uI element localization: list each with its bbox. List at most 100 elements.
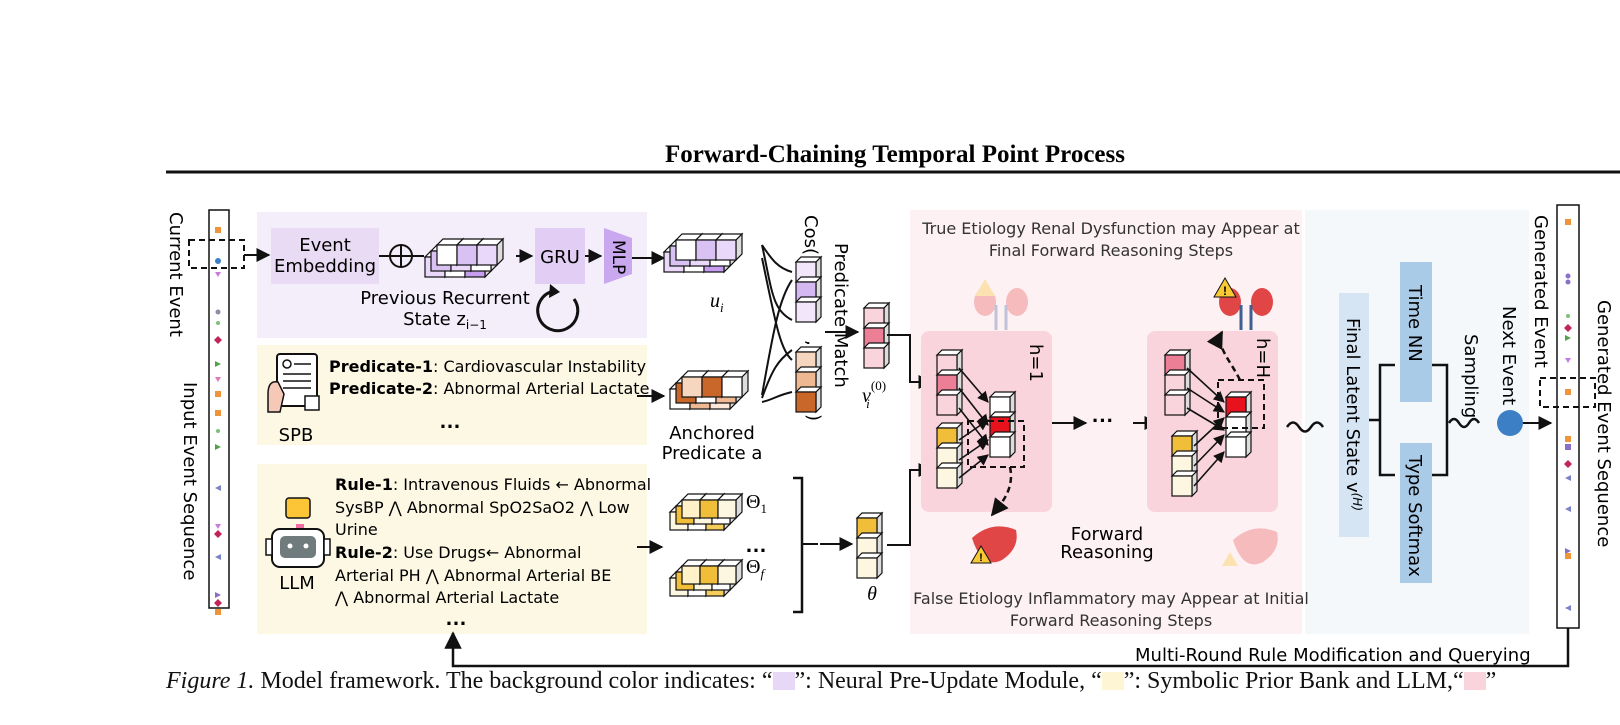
event-embedding-label-1: Event	[299, 235, 351, 256]
next-event-label: Next Event	[1498, 306, 1519, 405]
false-etiology-line-2: Forward Reasoning Steps	[1010, 611, 1212, 630]
previous-state-label-1: Previous Recurrent	[360, 288, 530, 309]
predicate-2: Predicate-2: Abnormal Arterial Lactate	[329, 379, 649, 398]
input-sequence-strip	[208, 209, 230, 609]
forward-reasoning-label-1: Forward	[1071, 524, 1143, 545]
feedback-arrow	[444, 628, 1570, 668]
type-softmax-box	[1400, 443, 1432, 583]
cos-close: )	[803, 414, 824, 421]
spb-document-icon	[267, 353, 320, 413]
time-nn-box	[1400, 262, 1432, 402]
forward-reasoning-label-2: Reasoning	[1060, 542, 1153, 563]
anchored-label-1: Anchored	[669, 423, 755, 444]
cos-a-vector	[794, 345, 823, 414]
input-sequence-label: Input Event Sequence	[179, 382, 200, 580]
generated-sequence-strip	[1556, 204, 1580, 629]
caption-part-3: ”: Symbolic Prior Bank and LLM,“	[1123, 668, 1464, 694]
svg-text:!: !	[1223, 284, 1227, 298]
v0-vector	[862, 301, 891, 370]
mlp-label: MLP	[608, 240, 628, 274]
predicate-1: Predicate-1: Cardiovascular Instability	[329, 357, 646, 376]
sum-operator-icon	[389, 244, 413, 268]
h1-selection-box	[967, 420, 1025, 468]
sampling-wave	[1447, 417, 1481, 429]
current-event-box	[188, 239, 245, 269]
gru-box	[535, 228, 585, 284]
cos-u-vector	[794, 255, 823, 324]
rule-1-line-3: Urine	[335, 520, 378, 539]
u-tensor	[662, 232, 744, 274]
theta-label: θ	[867, 583, 877, 605]
anchored-label-2: Predicate a	[662, 443, 763, 464]
caption-prefix: Figure 1.	[166, 668, 255, 694]
final-latent-box	[1339, 293, 1369, 537]
svg-text:!: !	[979, 552, 983, 564]
purple-swatch	[772, 672, 795, 690]
spb-panel	[257, 345, 647, 445]
false-etiology-line-1: False Etiology Inflammatory may Appear a…	[913, 589, 1309, 608]
rule-2-line-1: Rule-2: Use Drugs← Abnormal	[335, 543, 581, 562]
h1-label: h=1	[1025, 344, 1046, 382]
kidney-faded-icon	[974, 279, 1028, 330]
anchored-predicate-tensor	[668, 369, 750, 411]
theta-vector	[855, 511, 884, 580]
caption-part-4: ”	[1485, 668, 1497, 694]
cos-comma: ,	[802, 340, 823, 346]
pink-swatch	[1463, 672, 1486, 690]
caption-part-2: ”: Neural Pre-Update Module, “	[794, 668, 1102, 694]
theta-1-tensor	[668, 492, 744, 532]
rule-2-line-3: ⋀ Abnormal Arterial Lactate	[334, 588, 559, 607]
rule-1-line-2: SysBP ⋀ Abnormal SpO2SaO2 ⋀ Low	[335, 498, 630, 517]
v0-label: v(0)i	[862, 378, 886, 411]
generated-event-label: Generated Event	[1530, 215, 1551, 368]
llm-ellipsis: …	[445, 605, 467, 630]
spb-label: SPB	[279, 425, 314, 446]
time-nn-label: Time NN	[1404, 284, 1425, 362]
input-sequence-markers	[214, 227, 222, 615]
liver-faded-icon	[1222, 528, 1278, 566]
type-softmax-label: Type Softmax	[1404, 454, 1425, 577]
figure-caption: Figure 1. Model framework. The backgroun…	[166, 668, 1496, 695]
theta-f-label: Θf	[746, 556, 766, 581]
yellow-swatch	[1101, 672, 1124, 690]
predicate-match-label: Predicate Match	[830, 243, 851, 388]
sampling-label: Sampling	[1460, 334, 1481, 418]
event-embedding-label-2: Embedding	[274, 256, 376, 277]
previous-recurrent-state-tensor	[423, 237, 505, 279]
next-event-dot	[1497, 410, 1523, 436]
hH-label: h=H	[1252, 338, 1273, 378]
rule-1-line-1: Rule-1: Intravenous Fluids ← Abnormal	[335, 475, 651, 494]
latent-bracket	[1369, 363, 1395, 477]
figure-title: Forward-Chaining Temporal Point Process	[665, 141, 1125, 168]
head-bracket	[1432, 363, 1449, 477]
cos-open: Cos(	[800, 215, 821, 255]
generated-sequence-markers	[1564, 219, 1572, 611]
wave-connector	[1285, 421, 1325, 433]
feedback-label: Multi-Round Rule Modification and Queryi…	[1135, 645, 1531, 666]
gru-label: GRU	[540, 247, 580, 268]
true-etiology-line-2: Final Forward Reasoning Steps	[989, 241, 1233, 260]
final-latent-label: Final Latent State v(H)	[1342, 318, 1364, 511]
match-arrows	[761, 244, 793, 403]
hH-cells	[1163, 348, 1253, 498]
recurrence-icon	[536, 284, 580, 333]
theta-bracket	[793, 476, 804, 614]
llm-label: LLM	[279, 573, 315, 594]
rule-2-line-2: Arterial PH ⋀ Abnormal Arterial BE	[335, 566, 611, 585]
event-embedding-box	[271, 228, 379, 284]
theta-1-label: Θ1	[746, 491, 767, 516]
generated-sequence-label: Generated Event Sequence	[1593, 300, 1614, 547]
previous-state-label-2: State zi−1	[403, 309, 487, 332]
spb-ellipsis: …	[439, 408, 461, 433]
current-event-label: Current Event	[165, 212, 186, 337]
true-etiology-line-1: True Etiology Renal Dysfunction may Appe…	[921, 219, 1300, 238]
reasoning-dots: ···	[1092, 408, 1114, 433]
mlp-shape	[604, 228, 632, 284]
h1-cells	[935, 348, 1017, 490]
llm-robot-icon	[265, 497, 331, 568]
theta-dots: …	[745, 532, 767, 557]
u-label: ui	[710, 290, 724, 315]
kidney-warning-icon: !	[1213, 277, 1273, 330]
theta-f-tensor	[668, 558, 744, 598]
